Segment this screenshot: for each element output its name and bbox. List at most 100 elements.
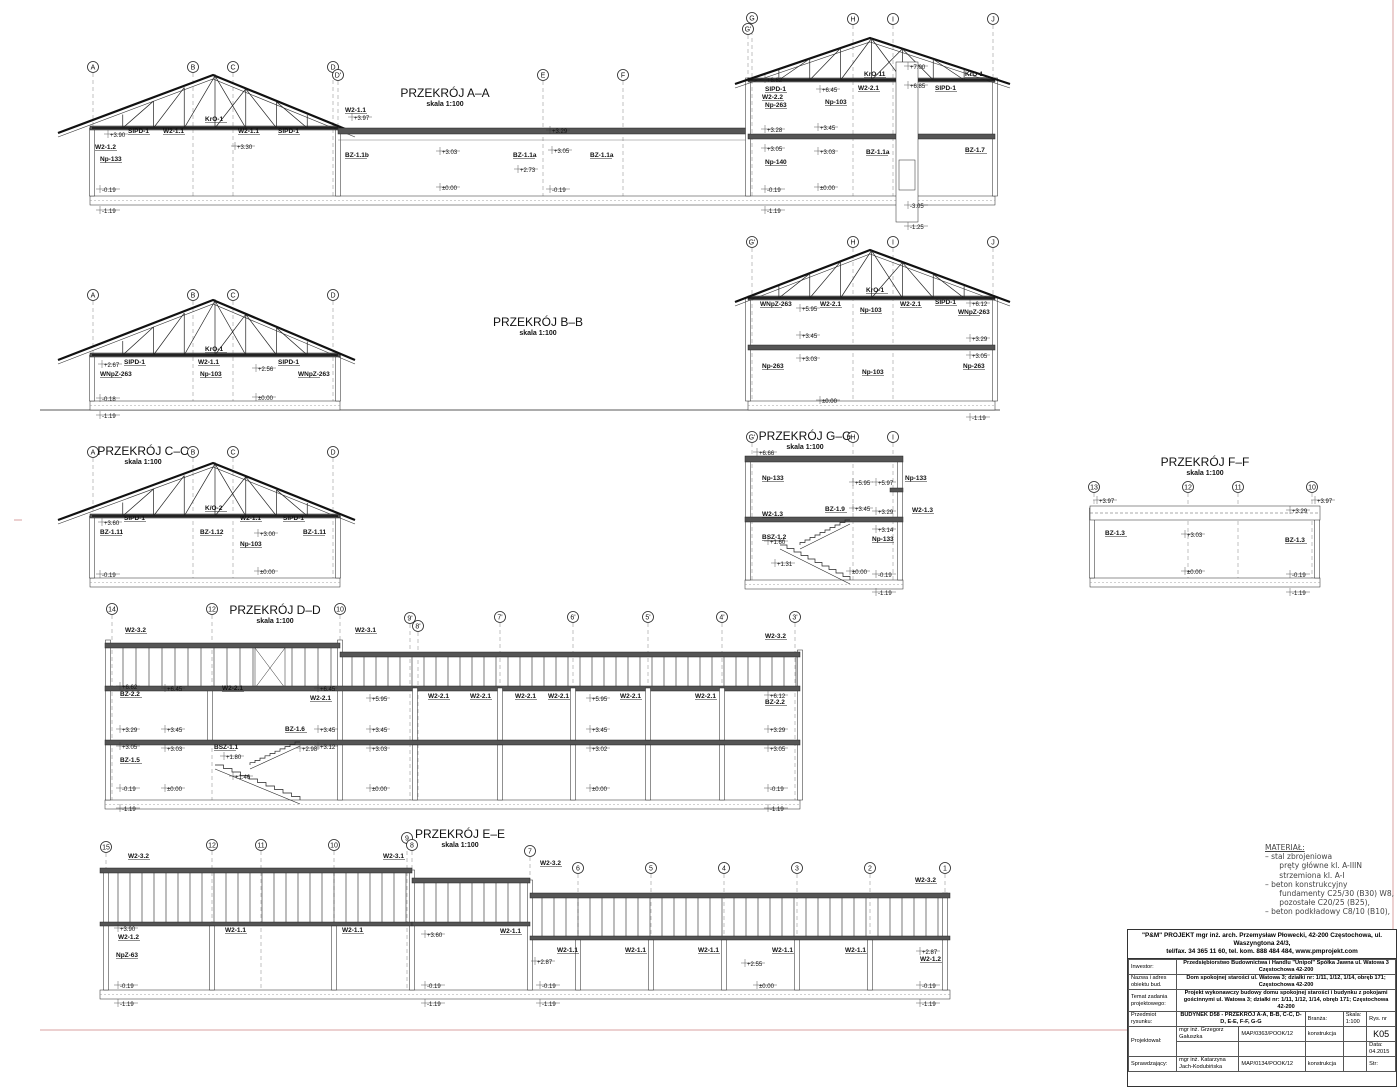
truss-diagonal — [214, 463, 247, 517]
level-mark: -1.19 — [427, 1002, 441, 1008]
material-line: – stal zbrojeniowa — [1265, 852, 1333, 862]
wall — [335, 515, 341, 579]
level-mark: ±0.00 — [258, 396, 274, 402]
floor-slab — [339, 651, 801, 658]
level-mark: +2.55 — [747, 962, 763, 968]
element-label: W2-1.1 — [238, 128, 259, 135]
section-scale: skala 1:100 — [519, 330, 556, 337]
wall — [207, 687, 213, 743]
level-mark: +3.05 — [972, 354, 988, 360]
subject-value: BUDYNEK D58 - PRZEKRÓJ A-A, B-B, C-C, D-… — [1176, 1011, 1306, 1027]
floor-slab — [411, 921, 531, 927]
axis-label: G' — [749, 435, 756, 442]
truss-diagonal — [214, 314, 247, 356]
level-mark: +1.46 — [235, 775, 251, 781]
truss-diagonal — [809, 47, 841, 81]
truss-diagonal — [214, 88, 247, 129]
floor-slab — [104, 642, 341, 649]
element-label: W2-2.1 — [620, 693, 641, 700]
element-label: NpZ-63 — [116, 952, 138, 959]
foundation-slab — [1089, 577, 1321, 588]
level-mark: -1.19 — [1292, 591, 1306, 597]
axis-label: 11 — [1234, 485, 1241, 492]
axis-bubble — [742, 23, 754, 35]
element-label: WNpZ-263 — [958, 309, 990, 316]
axis-bubble — [939, 862, 951, 874]
level-mark: +1.31 — [777, 562, 793, 568]
truss-diagonal — [183, 300, 216, 356]
level-mark: -0.19 — [122, 787, 136, 793]
element-label: W2-1.3 — [762, 511, 783, 518]
element-label: BZ-1.11 — [303, 529, 327, 536]
roof-layer — [734, 253, 1011, 307]
axis-bubble — [87, 446, 99, 458]
floor-slab — [99, 921, 413, 927]
stair-slab — [249, 745, 301, 770]
level-mark: +3.05 — [770, 747, 786, 753]
truss-diagonal — [778, 273, 810, 299]
wall — [209, 925, 215, 991]
axis-label: 15 — [102, 845, 110, 852]
wall — [89, 515, 95, 579]
element-label: BZ-1.1a — [590, 152, 614, 159]
axis-bubble — [524, 845, 536, 857]
element-label: SIPD-1 — [935, 85, 956, 92]
branch-label: Branża: — [1304, 1011, 1344, 1027]
wall — [648, 939, 654, 991]
axis-bubble — [1232, 481, 1244, 493]
axis-label: I — [892, 17, 894, 24]
level-mark: +3.05 — [122, 745, 138, 751]
axis-label: 5 — [649, 866, 653, 873]
element-label: KrO-1 — [965, 71, 983, 78]
truss-diagonal — [214, 476, 247, 517]
roof-rafter — [734, 248, 1011, 304]
element-label: Np-103 — [200, 371, 222, 378]
level-mark: +3.29 — [122, 728, 138, 734]
element-label: W2-2.1 — [820, 301, 841, 308]
wall — [575, 939, 581, 991]
element-label: SIPD-1 — [124, 359, 145, 366]
truss-diagonal — [214, 300, 247, 356]
level-mark: +5.95 — [372, 697, 388, 703]
level-mark: -1.19 — [770, 807, 784, 813]
wall — [337, 639, 343, 801]
element-label: W2-1.2 — [920, 956, 941, 963]
wall — [335, 127, 341, 197]
level-mark: +3.45 — [167, 728, 183, 734]
section-title: PRZEKRÓJ A–A — [400, 85, 489, 100]
axis-bubble — [412, 620, 424, 632]
subject-label: Przedmiot rysunku: — [1127, 1011, 1178, 1027]
level-mark: -0.19 — [767, 188, 781, 194]
element-label: SIPD-1 — [283, 515, 304, 522]
roof-rafter — [57, 298, 356, 362]
stair-slab — [779, 548, 851, 585]
level-mark: ±0.00 — [759, 984, 775, 990]
floor-slab — [747, 133, 996, 140]
designer: mgr inż. Grzegorz Gałuszka — [1176, 1026, 1240, 1042]
element-label: KrO-11 — [864, 71, 886, 78]
checker-branch: konstrukcja — [1304, 1056, 1344, 1072]
truss-diagonal — [245, 88, 277, 129]
axis-bubble — [87, 61, 99, 73]
level-mark: -0.19 — [1292, 573, 1306, 579]
axis-bubble — [716, 611, 728, 623]
axis-bubble — [494, 611, 506, 623]
level-mark: ±0.00 — [820, 186, 836, 192]
level-mark: +3.03 — [1187, 533, 1203, 539]
axis-bubble — [227, 61, 239, 73]
section-title: PRZEKRÓJ E–E — [415, 826, 505, 841]
truss-diagonal — [153, 475, 185, 517]
axis-label: D — [330, 65, 335, 72]
axis-bubble — [617, 69, 629, 81]
level-mark: -1.19 — [972, 416, 986, 422]
element-label: SIPD-1 — [278, 359, 299, 366]
level-mark: +3.45 — [592, 728, 608, 734]
stair — [215, 764, 301, 800]
level-mark: +3.05 — [767, 147, 783, 153]
floor-slab — [744, 516, 904, 523]
wall — [103, 869, 109, 991]
element-label: W2-3.1 — [355, 627, 376, 634]
element-label: BZ-1.6 — [285, 726, 305, 733]
element-label: W2-1.1 — [240, 515, 261, 522]
